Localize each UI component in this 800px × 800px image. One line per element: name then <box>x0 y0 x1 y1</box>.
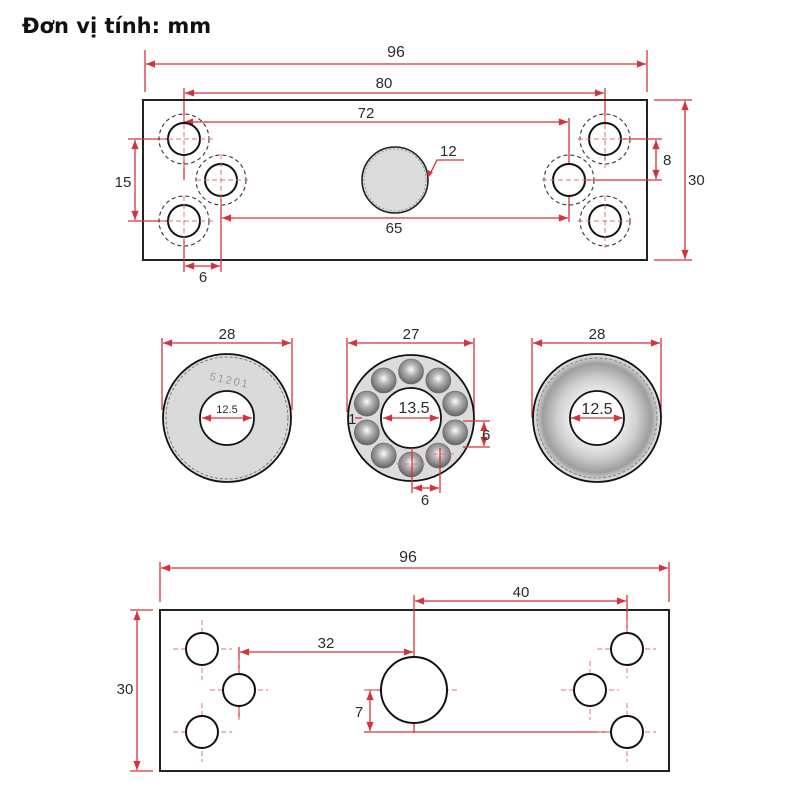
dim-outer-hole-spacing: 80 <box>376 75 393 92</box>
dim-vertical-hole-spacing: 15 <box>115 174 132 191</box>
dim-washer-right-inner: 12.5 <box>581 401 612 418</box>
bottom-hole-bottom-left <box>173 703 232 762</box>
dim-overall-length: 96 <box>387 44 405 61</box>
hole-bottom-left <box>158 195 215 247</box>
center-hole <box>361 146 429 214</box>
top-plate-view: 96 80 72 65 15 6 8 30 <box>115 44 705 286</box>
hole-middle-left <box>195 154 248 206</box>
dim-gap: 1 <box>348 411 356 428</box>
bearing-ball <box>442 390 469 417</box>
leader-arrow <box>427 170 433 178</box>
bearing-ball <box>370 367 397 394</box>
bottom-hole-top-right <box>597 620 656 678</box>
bearing-ball <box>442 419 469 446</box>
dim-bottom-vertical-offset: 7 <box>355 704 363 721</box>
bearing-ball <box>353 390 380 417</box>
hole-top-left <box>158 113 215 168</box>
washer-right-edge <box>536 357 658 479</box>
washer-right: 28 12.5 <box>531 326 662 483</box>
dim-cage-outer: 27 <box>403 326 420 343</box>
bottom-hole-bottom-right <box>597 703 656 762</box>
washer-left-edge <box>165 356 289 480</box>
unit-label: Đơn vị tính: mm <box>22 14 212 38</box>
dim-inner-hole-spacing-bottom: 65 <box>386 220 403 237</box>
center-hole-edge <box>363 148 427 212</box>
dim-bottom-right-offset: 40 <box>513 584 530 601</box>
bearing-ball <box>425 367 452 394</box>
dim-washer-left-inner: 12.5 <box>216 404 237 416</box>
dim-inner-hole-spacing-top: 72 <box>358 105 375 122</box>
dim-bottom-height: 30 <box>117 681 134 698</box>
dim-bottom-overall-length: 96 <box>399 549 417 566</box>
hole-bottom-right <box>578 195 632 248</box>
bottom-hole-top-left <box>173 620 232 680</box>
ball-group <box>353 358 469 478</box>
dim-right-offset: 8 <box>663 152 671 169</box>
bottom-hole-middle-right <box>561 661 619 720</box>
bearing-ball <box>398 358 424 385</box>
bottom-center-hole <box>364 656 458 724</box>
bottom-hole-middle-left <box>210 660 268 720</box>
dim-center-hole-diameter: 12 <box>440 143 457 160</box>
dim-bottom-left-offset: 32 <box>318 635 335 652</box>
washer-left: 28 12.5 51201 <box>161 326 293 483</box>
bearing-ball <box>353 419 380 446</box>
ball-cage: 27 13.5 1 6 6 <box>346 326 490 509</box>
leader-line <box>429 159 464 175</box>
dim-washer-left-outer: 28 <box>219 326 236 343</box>
dim-height: 30 <box>688 172 705 189</box>
dim-ball-size: 6 <box>482 427 490 444</box>
dim-horizontal-offset: 6 <box>199 269 207 286</box>
dim-washer-right-outer: 28 <box>589 326 606 343</box>
bearing-ball <box>370 442 397 469</box>
bearing-ball <box>398 451 424 478</box>
bottom-plate-view: 96 40 32 30 7 <box>117 549 670 772</box>
hole-top-right <box>578 113 632 168</box>
dim-cage-inner: 13.5 <box>398 400 429 417</box>
dim-ball-pitch: 6 <box>421 492 429 509</box>
bearing-ball <box>425 442 452 469</box>
hole-middle-right <box>542 154 596 206</box>
